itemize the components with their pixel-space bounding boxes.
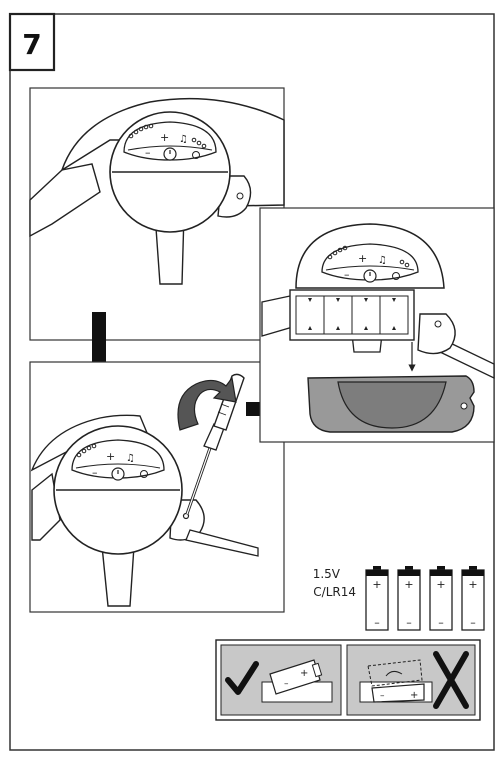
- battery-cell: +–: [461, 566, 485, 631]
- orientation-panel: + – + –: [215, 639, 481, 721]
- step-number-box: 7: [8, 12, 56, 72]
- volume-down-symbol: –: [92, 466, 98, 479]
- battery-plus-label: +: [372, 578, 381, 591]
- timer-icon: [192, 151, 200, 159]
- panel-unscrew-cover: + – ♫: [29, 361, 285, 613]
- music-icon: ♫: [126, 453, 135, 464]
- music-icon: ♫: [179, 134, 188, 145]
- battery-cell: +–: [397, 566, 421, 631]
- rotate-counterclockwise-icon: [177, 376, 237, 431]
- battery-minus-label: –: [374, 616, 380, 629]
- music-icon: ♫: [378, 255, 387, 266]
- battery-plus-label: +: [436, 578, 445, 591]
- battery-cell: +–: [365, 566, 389, 631]
- svg-text:–: –: [284, 679, 289, 689]
- screwdriver: [185, 373, 245, 515]
- volume-up-symbol: +: [160, 131, 169, 144]
- battery-compartment: [289, 289, 415, 341]
- correct-orientation: + –: [225, 659, 333, 703]
- timer-icon: [392, 272, 400, 280]
- panel-battery-compartment: + – ♫: [259, 207, 495, 443]
- svg-text:+: +: [410, 690, 418, 701]
- battery-minus-label: –: [406, 616, 412, 629]
- battery-voltage: 1.5V: [313, 567, 341, 581]
- cross-icon: [433, 651, 469, 709]
- battery-cell: +–: [429, 566, 453, 631]
- volume-down-symbol: –: [344, 268, 350, 281]
- volume-down-symbol: –: [145, 146, 151, 159]
- volume-up-symbol: +: [106, 450, 115, 463]
- svg-text:–: –: [380, 691, 385, 701]
- battery-type: C/LR14: [313, 585, 356, 599]
- timer-icon: [140, 470, 148, 478]
- battery-spec: 1.5V C/LR14 +–+–+–+–: [313, 566, 485, 631]
- battery-cover: [307, 375, 475, 433]
- step-number: 7: [22, 28, 41, 61]
- volume-up-symbol: +: [358, 252, 367, 265]
- panel-device-overview: + – ♫: [29, 87, 285, 341]
- incorrect-orientation: + –: [359, 651, 469, 709]
- battery-row: +–+–+–+–: [365, 566, 485, 631]
- battery-minus-label: –: [470, 616, 476, 629]
- battery-minus-label: –: [438, 616, 444, 629]
- battery-plus-label: +: [468, 578, 477, 591]
- svg-text:+: +: [300, 668, 308, 679]
- check-icon: [225, 661, 259, 695]
- battery-plus-label: +: [404, 578, 413, 591]
